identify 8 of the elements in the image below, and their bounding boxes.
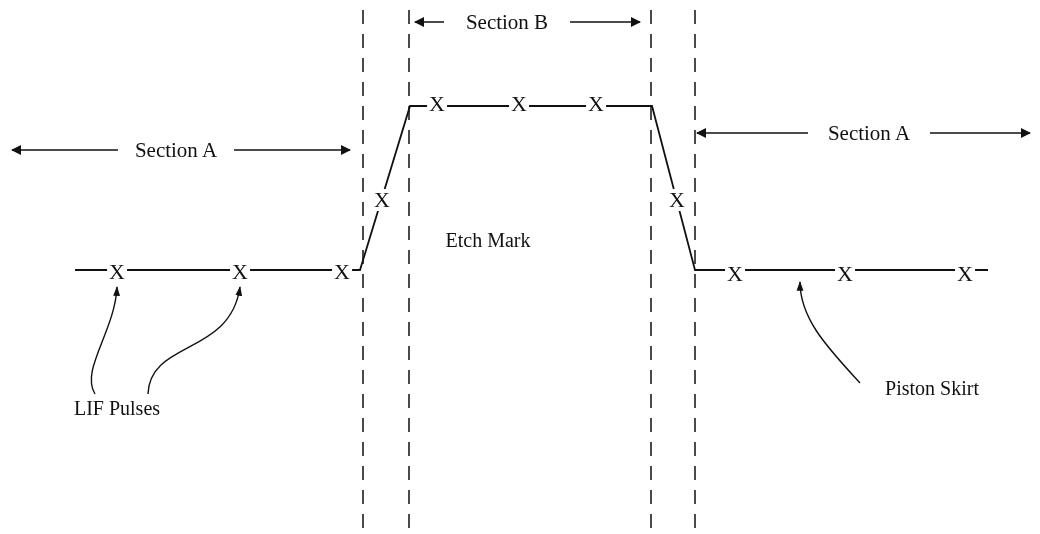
callout-label: LIF Pulses xyxy=(73,398,161,418)
region-label: Etch Mark xyxy=(445,230,531,250)
leader-line xyxy=(147,286,242,395)
point-mark: X xyxy=(372,189,392,211)
leader-line xyxy=(797,281,861,384)
point-mark: X xyxy=(667,189,687,211)
leader-line xyxy=(90,286,120,395)
callout-label: Piston Skirt xyxy=(885,378,979,398)
